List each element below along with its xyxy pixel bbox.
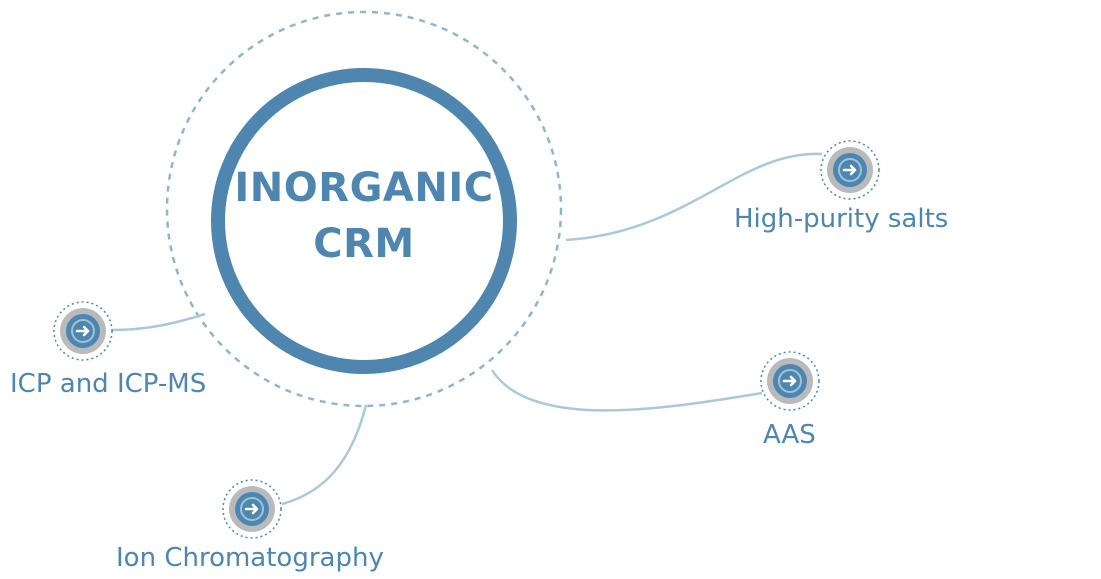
label-aas[interactable]: AAS (763, 420, 816, 450)
label-ion-chromatography[interactable]: Ion Chromatography (116, 543, 384, 573)
hub-title-line2: CRM (313, 221, 415, 267)
hub-ring (211, 68, 517, 374)
connector-icp (111, 312, 206, 332)
label-high-purity-salts[interactable]: High-purity salts (734, 204, 949, 234)
connector-ion-chromatography (281, 404, 368, 506)
hub-title: INORGANIC CRM (214, 160, 514, 272)
arrow-right-icon (75, 325, 90, 337)
hub-title-line1: INORGANIC (234, 165, 494, 211)
node-aas[interactable] (759, 350, 821, 412)
arrow-right-icon (842, 164, 857, 176)
arrow-right-icon (782, 375, 797, 387)
label-icp-and-icp-ms[interactable]: ICP and ICP-MS (10, 369, 207, 399)
hub-dashed-orbit (165, 10, 563, 408)
arrow-right-icon (244, 503, 259, 515)
connector-high-purity-salts (565, 152, 823, 242)
node-high-purity-salts[interactable] (819, 139, 881, 201)
connector-aas (490, 369, 763, 412)
node-icp-and-icp-ms[interactable] (52, 300, 114, 362)
node-ion-chromatography[interactable] (221, 478, 283, 540)
